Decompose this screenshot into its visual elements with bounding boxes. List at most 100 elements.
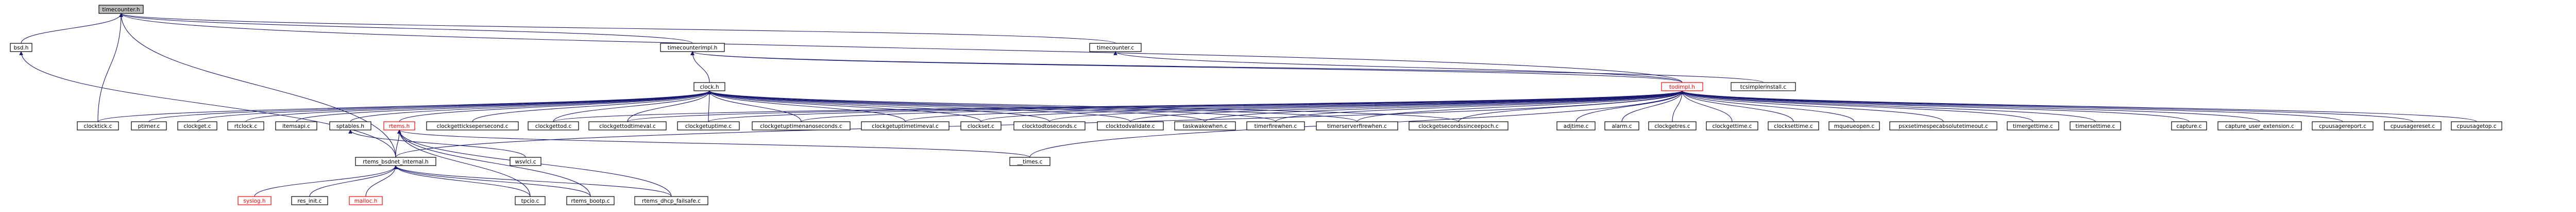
node-box: [528, 121, 579, 131]
node-times-c[interactable]: __times.c: [1009, 157, 1050, 166]
node-box: [2384, 121, 2442, 131]
edge-todimpl-h-to-timecounter-h: [119, 13, 1683, 83]
node-cpuusagereport-c[interactable]: cpuusagereport.c: [2312, 121, 2374, 131]
node-clockgetuptime-c[interactable]: clockgetuptime.c: [677, 121, 740, 131]
node-label: clockgettodtimeval.c: [599, 123, 656, 129]
node-clockgetticksepersecond-c[interactable]: clockgetticksepersecond.c: [426, 121, 519, 131]
node-clocktodvalidate-c[interactable]: clocktodvalidate.c: [1097, 121, 1164, 131]
node-label: clockgettime.c: [1712, 123, 1752, 129]
node-clockgetsecondssinceepoch-c[interactable]: clockgetsecondssinceepoch.c: [1409, 121, 1509, 131]
node-clockgettodtimeval-c[interactable]: clockgettodtimeval.c: [588, 121, 667, 131]
node-label: rtems_bsdnet_internal.h: [363, 159, 428, 165]
node-clockgetres-c[interactable]: clockgetres.c: [1648, 121, 1697, 131]
node-label: timecounter.h: [102, 7, 140, 13]
node-label: res_init.c: [298, 198, 322, 204]
node-timerserverfirewhen-c[interactable]: timerserverfirewhen.c: [1316, 121, 1398, 131]
node-mqueueopen-c[interactable]: mqueueopen.c: [1828, 121, 1880, 131]
node-box: [177, 121, 217, 131]
node-clockset-c[interactable]: clockset.c: [960, 121, 1002, 131]
node-taskwakewhen-c[interactable]: taskwakewhen.c: [1174, 121, 1236, 131]
node-label: rtems_bootp.c: [571, 198, 609, 204]
node-itemsapi-c[interactable]: itemsapi.c: [275, 121, 317, 131]
edge-clockgetuptimenanoseconds-c-to-todimpl-h: [801, 90, 1684, 122]
node-box: [510, 157, 541, 166]
edge-psxsetimespecabsolutetimeout-c-to-todimpl-h: [1680, 90, 1944, 122]
node-box: [2312, 121, 2374, 131]
node-capture-user-extension-c[interactable]: capture_user_extension.c: [2217, 121, 2302, 131]
node-clock-h[interactable]: clock.h: [693, 82, 725, 91]
node-box: [426, 121, 519, 131]
node-rtems-bootp-c[interactable]: rtems_bootp.c: [566, 196, 615, 205]
node-label: rtclock.c: [234, 123, 258, 129]
node-bsd-h[interactable]: bsd.h: [10, 43, 32, 52]
node-label: __times.c: [1017, 159, 1043, 165]
node-label: wsvlcl.c: [515, 159, 536, 165]
node-timecounterimpl-h[interactable]: timecounterimpl.h: [660, 43, 725, 52]
node-label: timecounterimpl.h: [668, 45, 718, 51]
node-box: [275, 121, 317, 131]
edge-sptables-h-to-clock-h: [350, 90, 711, 122]
edge-taskwakewhen-c-to-clock-h: [707, 90, 1206, 122]
node-box: [693, 82, 725, 91]
edge-capture-user-extension-c-to-todimpl-h: [1680, 90, 2260, 122]
node-rtems-bsdnet-internal-h[interactable]: rtems_bsdnet_internal.h: [355, 157, 436, 166]
node-clocktodtoseconds-c[interactable]: clocktodtoseconds.c: [1013, 121, 1086, 131]
node-box: [1316, 121, 1398, 131]
node-psxsetimespecabsolutetimeout-c[interactable]: psxsetimespecabsolutetimeout.c: [1889, 121, 1997, 131]
node-clockgetuptimenanoseconds-c[interactable]: clockgetuptimenanoseconds.c: [752, 121, 851, 131]
node-clocktick-c[interactable]: clocktick.c: [77, 121, 119, 131]
edge-clockgettod-c-to-clock-h: [553, 90, 711, 122]
node-res-init-c[interactable]: res_init.c: [291, 196, 328, 205]
node-timecounter-c[interactable]: timecounter.c: [1089, 43, 1142, 52]
edge-timecounterimpl-h-to-timecounter-h: [119, 13, 693, 44]
node-cpuusagereset-c[interactable]: cpuusagereset.c: [2384, 121, 2442, 131]
node-box: [1648, 121, 1697, 131]
node-box: [515, 196, 546, 205]
node-clocksettime-c[interactable]: clocksettime.c: [1768, 121, 1819, 131]
node-box: [1768, 121, 1819, 131]
node-wsvlcl-c[interactable]: wsvlcl.c: [510, 157, 541, 166]
node-label: clockset.c: [968, 123, 994, 129]
node-box: [227, 121, 264, 131]
node-rtclock-c[interactable]: rtclock.c: [227, 121, 264, 131]
node-timecounter-h[interactable]: timecounter.h: [98, 5, 144, 14]
node-box: [1097, 121, 1164, 131]
node-label: clocktodvalidate.c: [1106, 123, 1155, 129]
node-capture-c[interactable]: capture.c: [2171, 121, 2207, 131]
node-clockgettod-c[interactable]: clockgettod.c: [528, 121, 579, 131]
node-alarm-c[interactable]: alarm.c: [1604, 121, 1639, 131]
edge-clock-h-to-timecounterimpl-h: [690, 51, 710, 83]
node-syslog-h: syslog.h: [238, 196, 272, 205]
edge-clocktick-c-to-timecounter-h: [97, 13, 123, 122]
edge-clockgetuptimenanoseconds-c-to-clock-h: [707, 90, 802, 122]
node-tpcio-c[interactable]: tpcio.c: [515, 196, 546, 205]
node-clockget-c[interactable]: clockget.c: [177, 121, 217, 131]
node-box: [1661, 82, 1703, 91]
node-clockgettime-c[interactable]: clockgettime.c: [1706, 121, 1758, 131]
node-label: taskwakewhen.c: [1183, 123, 1228, 129]
edge-rtems-bsdnet-internal-h-to-bsd-h: [19, 51, 396, 158]
node-label: clockgetres.c: [1654, 123, 1690, 129]
edge-tpcio-c-to-rtems-bsdnet-internal-h: [394, 165, 531, 197]
node-label: mqueueopen.c: [1834, 123, 1875, 129]
edge-malloc-h-to-rtems-bsdnet-internal-h: [365, 165, 398, 197]
node-tcsimplerinstall-c[interactable]: tcsimplerinstall.c: [1731, 82, 1796, 91]
edge-cpuusagetop-c-to-todimpl-h: [1680, 90, 2477, 122]
node-label: clockget.c: [183, 123, 211, 129]
node-ptimer-c[interactable]: ptimer.c: [131, 121, 167, 131]
edge-clocktodtoseconds-c-to-clock-h: [707, 90, 1050, 122]
node-adjtime-c[interactable]: adjtime.c: [1556, 121, 1596, 131]
node-todimpl-h: todimpl.h: [1661, 82, 1703, 91]
node-timersettime-c[interactable]: timersettime.c: [2070, 121, 2121, 131]
node-rtems-dhcp-failsafe-c[interactable]: rtems_dhcp_failsafe.c: [634, 196, 708, 205]
node-timergettime-c[interactable]: timergettime.c: [2007, 121, 2059, 131]
node-clockgetuptimetimeval-c[interactable]: clockgetuptimetimeval.c: [861, 121, 950, 131]
edge-timerfirewhen-c-to-clock-h: [707, 90, 1276, 122]
node-timerfirewhen-c[interactable]: timerfirewhen.c: [1246, 121, 1305, 131]
edge-timecounter-c-to-timecounter-h: [119, 13, 1116, 44]
edge-clocktick-c-to-clock-h: [97, 90, 711, 122]
node-sptables-h[interactable]: sptables.h: [329, 121, 371, 131]
node-cpuusagetop-c[interactable]: cpuusagetop.c: [2451, 121, 2502, 131]
edge-mqueueopen-c-to-todimpl-h: [1680, 90, 1855, 122]
edge-tcsimplerinstall-c-to-timecounterimpl-h: [690, 51, 1764, 83]
